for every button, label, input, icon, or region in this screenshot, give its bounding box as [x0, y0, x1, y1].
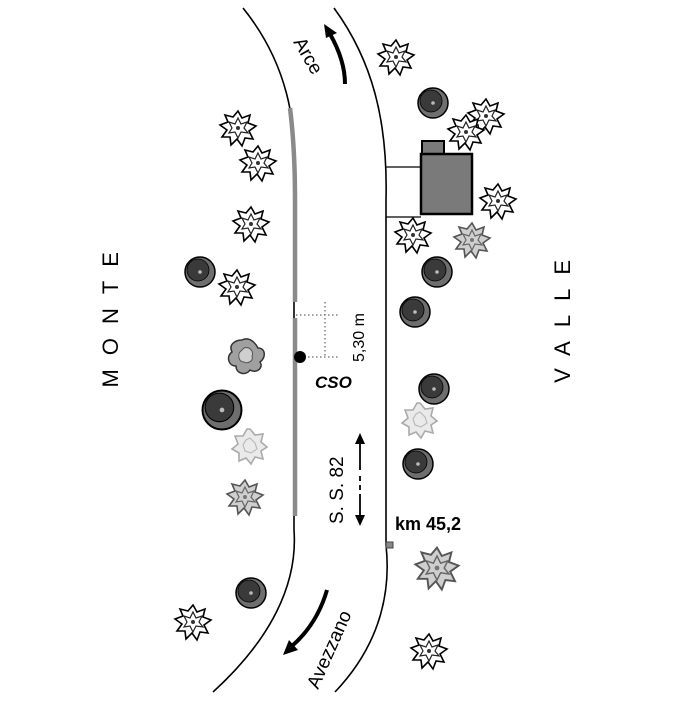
- valle-label: VALLE: [550, 246, 575, 383]
- monte-label: MONTE: [98, 238, 123, 387]
- tree-icon: [402, 448, 434, 480]
- tree-icon: [421, 256, 453, 288]
- km-label: km 45,2: [395, 514, 461, 534]
- tree-icon: [226, 479, 264, 516]
- tree-icon: [201, 389, 243, 431]
- tree-icon: [399, 296, 431, 328]
- avezzano-direction-arrow: [283, 589, 329, 655]
- cso-marker: [294, 351, 306, 363]
- tree-icon: [377, 39, 415, 76]
- tree-icon: [184, 256, 216, 288]
- arce-direction-arrow: [324, 24, 347, 85]
- km-marker: [385, 541, 394, 549]
- tree-icon: [231, 428, 268, 465]
- tree-icon: [479, 183, 517, 220]
- tree-icon: [219, 110, 257, 147]
- tree-icon: [227, 338, 266, 375]
- building: [419, 152, 474, 216]
- tree-icon: [453, 222, 491, 259]
- distance-label: 5,30 m: [351, 313, 368, 362]
- tree-icon: [174, 604, 212, 641]
- tree-icon: [394, 217, 432, 254]
- tree-icon: [414, 546, 460, 591]
- road-name-label: S. S. 82: [327, 456, 348, 524]
- tree-icon: [418, 373, 450, 405]
- tree-icon: [235, 577, 267, 609]
- tree-icon: [218, 269, 256, 306]
- tree-icon: [410, 633, 448, 670]
- tree-icon: [417, 87, 449, 119]
- guardrail-upper: [287, 107, 298, 302]
- arce-label: Arce: [289, 34, 327, 78]
- cso-label: CSO: [315, 373, 352, 392]
- tree-icon: [239, 145, 277, 182]
- avezzano-label: Avezzano: [303, 608, 356, 692]
- tree-icon: [232, 206, 270, 243]
- road-right-edge: [333, 7, 388, 693]
- road-double-arrow: [355, 433, 365, 526]
- tree-icon: [401, 402, 438, 439]
